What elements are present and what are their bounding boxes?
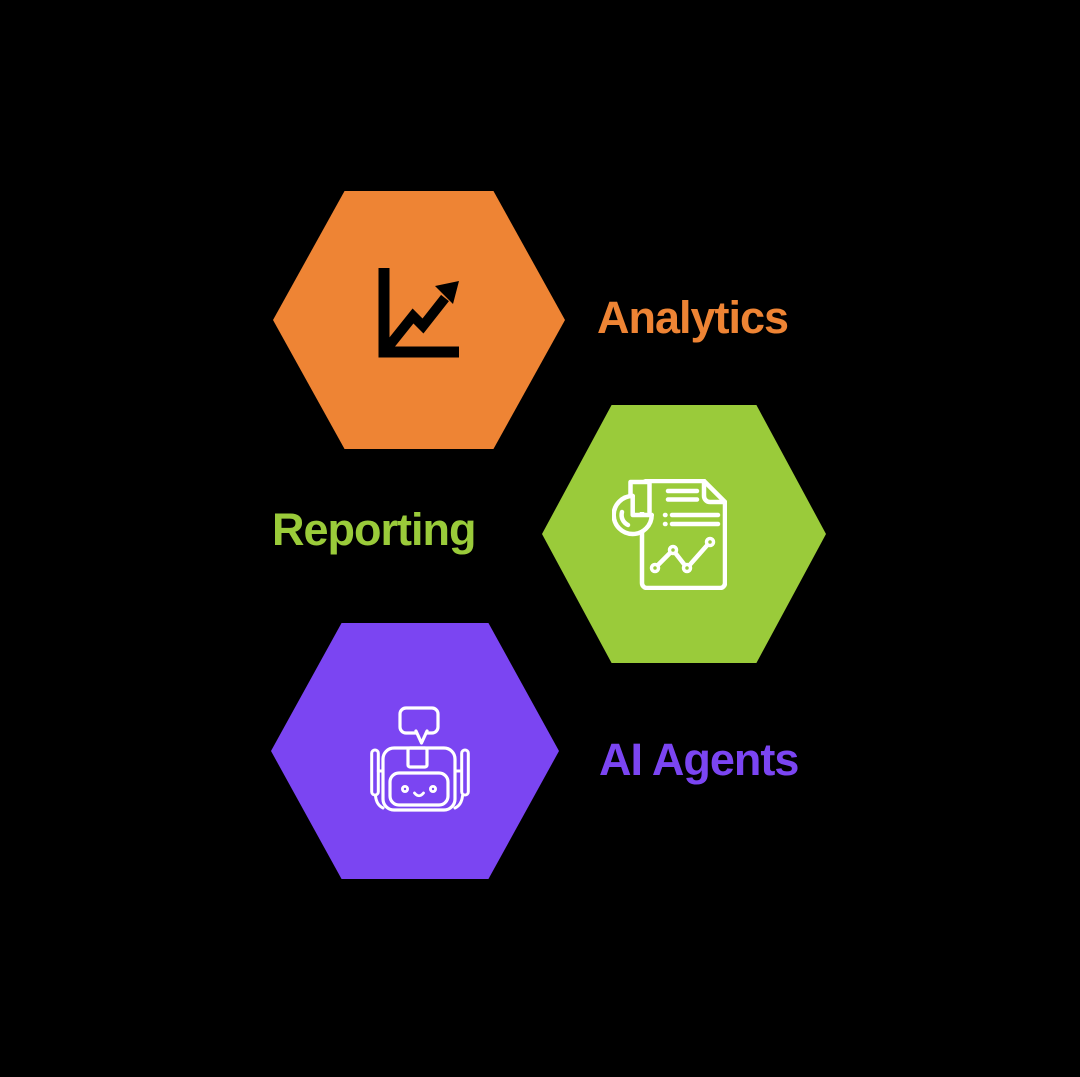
hexagon-ai-agents	[271, 623, 559, 879]
report-document-icon	[611, 478, 727, 590]
ai-agents-label: AI Agents	[599, 734, 799, 785]
graph-node	[649, 562, 660, 573]
graph-node	[667, 544, 678, 555]
pie-wedge-fill	[630, 481, 649, 512]
bubble-tail	[414, 729, 429, 745]
graph-node	[681, 562, 692, 573]
hexagon-analytics	[273, 191, 565, 449]
robot-chat-icon	[368, 702, 470, 814]
analytics-label: Analytics	[597, 292, 789, 343]
reporting-label: Reporting	[272, 504, 476, 555]
graph-node	[704, 536, 715, 547]
hexagon-reporting	[542, 405, 826, 663]
line-chart-arrow-icon	[369, 261, 461, 359]
